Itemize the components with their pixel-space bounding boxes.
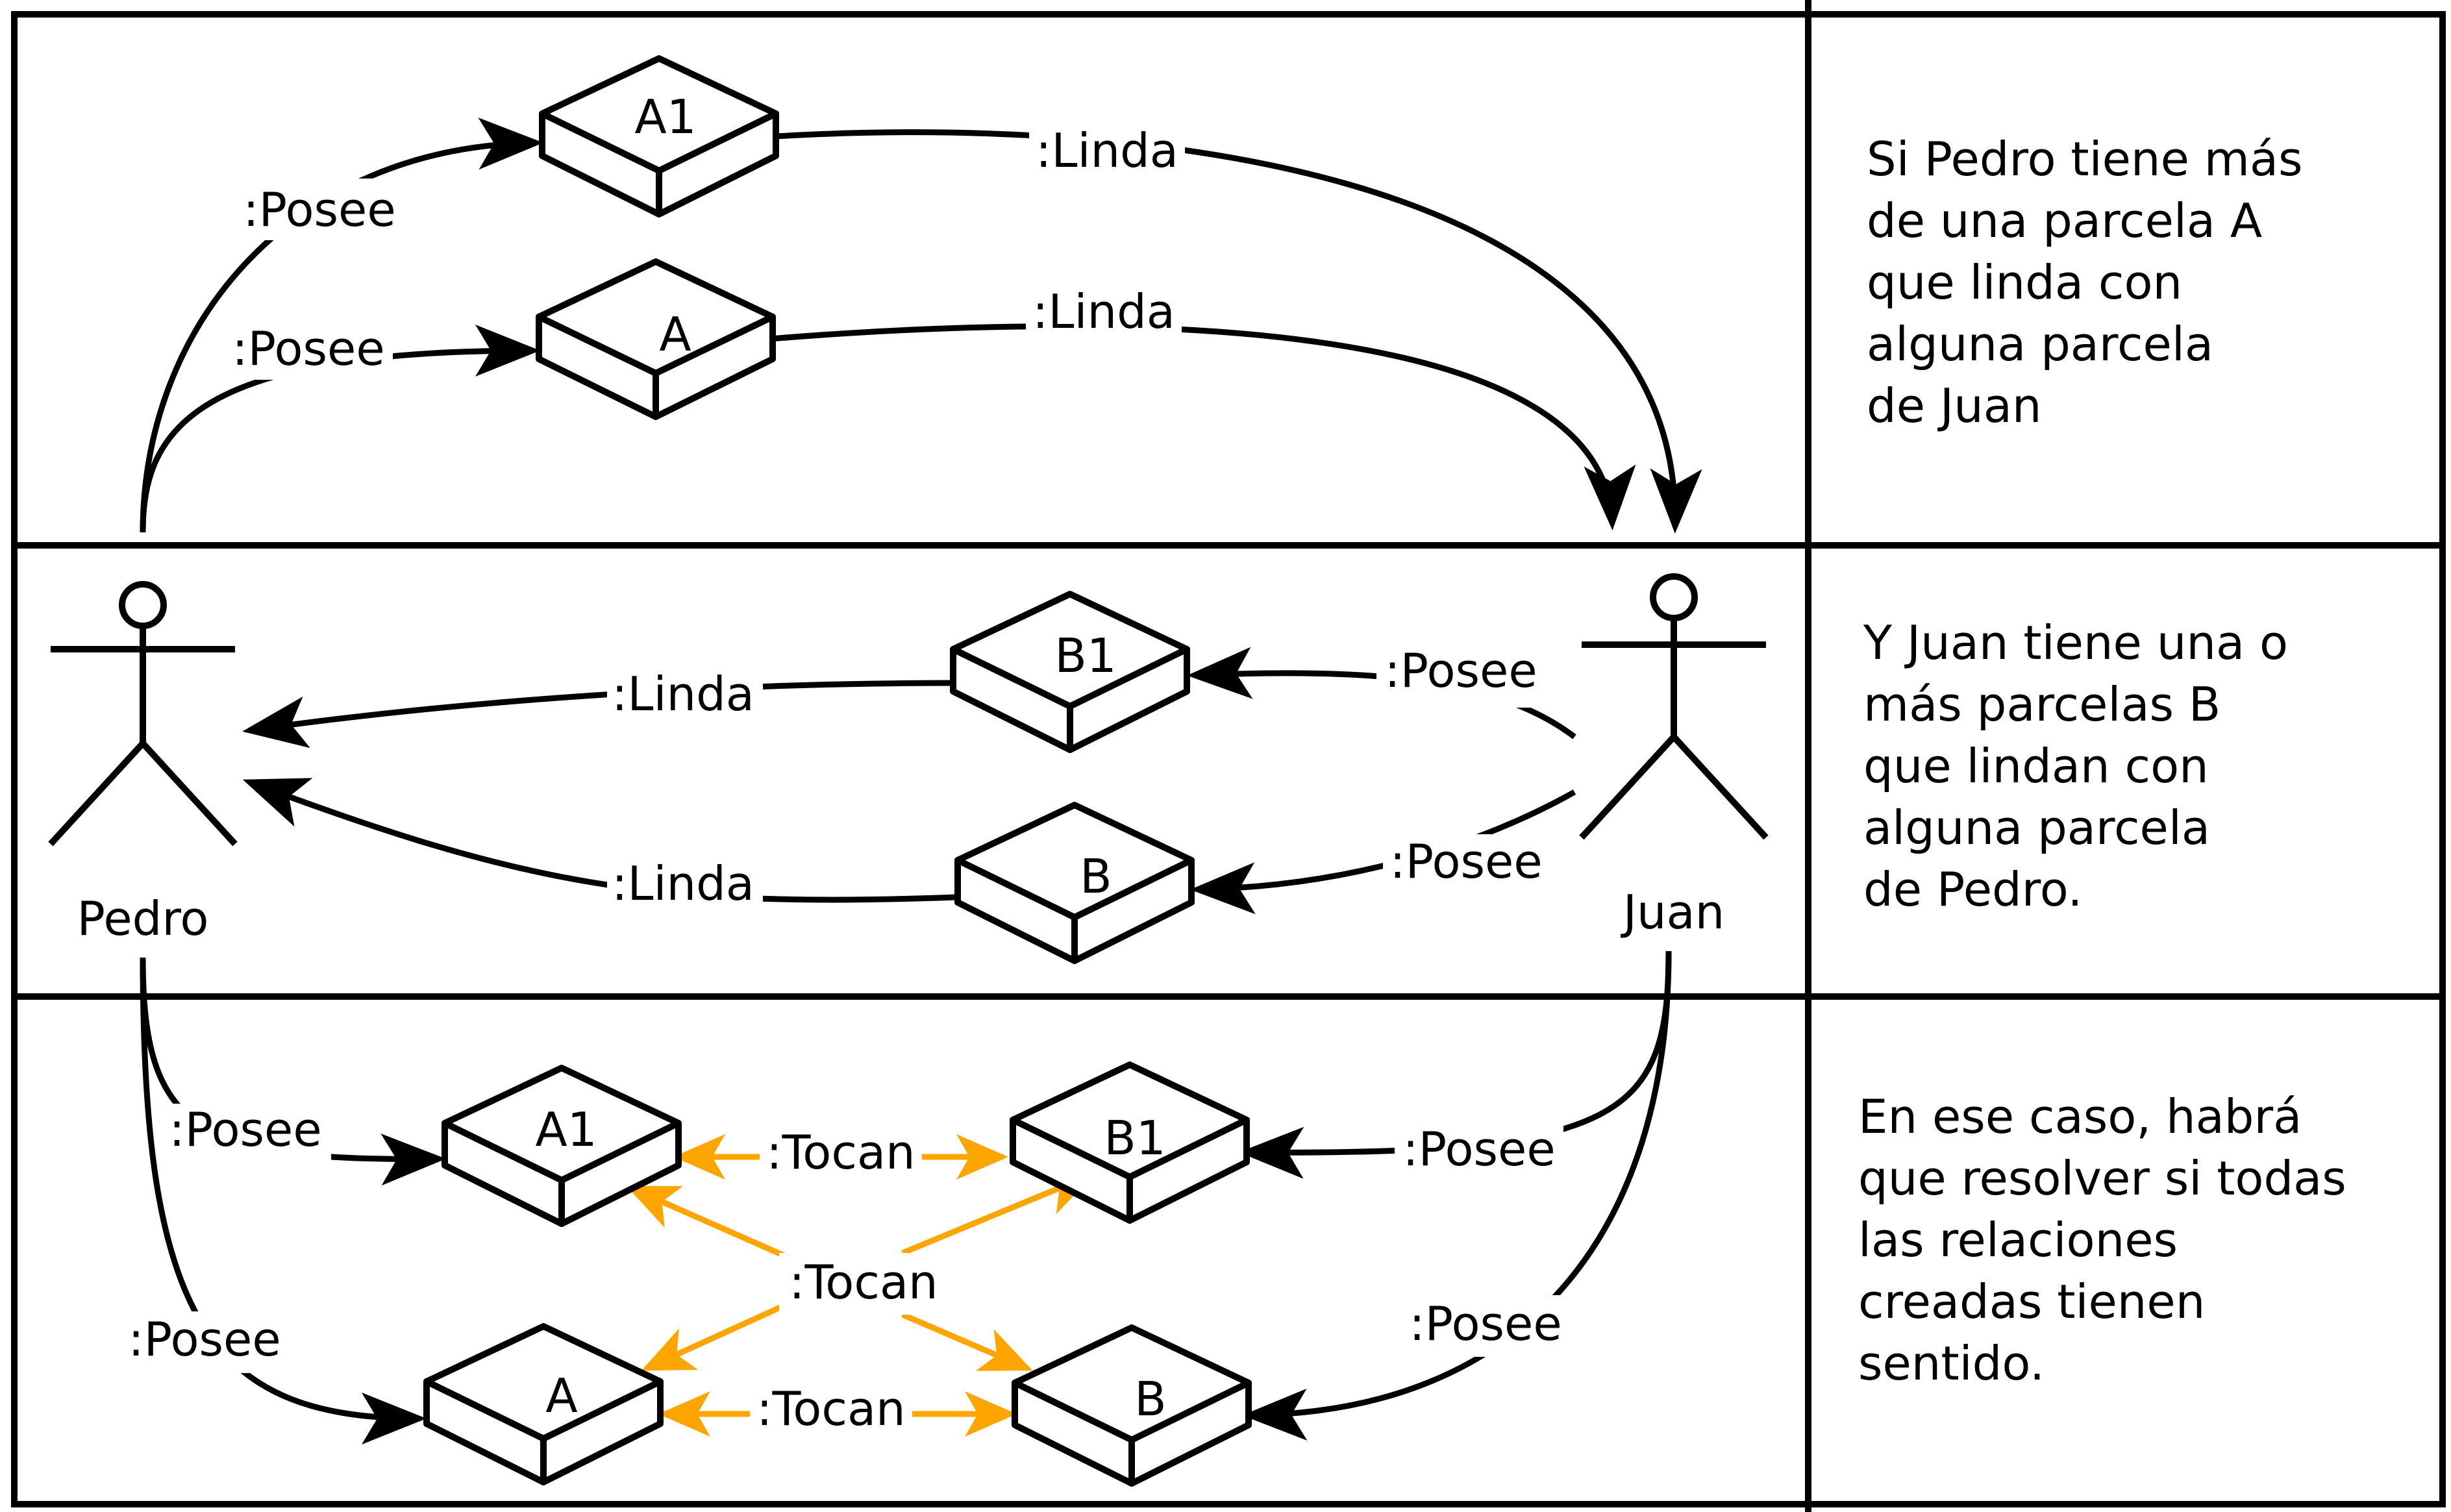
relation-label: :Posee [232,321,384,376]
person-icon [48,581,238,847]
relation-label: :Linda [612,856,754,911]
relation-label: :Linda [612,667,754,721]
relation-label: :Linda [1032,284,1175,339]
tocan-edge [641,1302,787,1372]
row2-description-line: Y Juan tiene una o [1863,615,2288,670]
relation-label: :Posee [243,182,395,237]
row2-description: Y Juan tiene una o más parcelas B que li… [1863,615,2288,917]
parcel-label: B [1134,1372,1166,1426]
relation-label: :Posee [128,1312,280,1367]
table-border [11,11,2446,1507]
person-icon [1579,573,1769,840]
row1-edges [140,118,1702,534]
row3-description-line: creadas tienen [1858,1274,2205,1329]
row1-description-line: que linda con [1867,255,2182,310]
actor-name: Juan [1621,885,1725,939]
row2-edge-labels: :Posee :Posee :Linda :Linda [607,643,1552,919]
linda-edge [769,323,1636,530]
row3-description: En ese caso, habrá que resolver si todas… [1858,1089,2346,1391]
parcel-label: A1 [535,1102,597,1157]
row1-description-line: de Juan [1867,378,2042,433]
relation-label: :Tocan [756,1382,905,1436]
row2-description-line: más parcelas B [1863,677,2221,732]
relation-label: :Posee [1389,834,1542,889]
parcel-label: B1 [1054,628,1116,683]
row2-description-line: que lindan con [1863,739,2209,793]
parcel-a1-row1: A1 [539,55,779,217]
parcel-a-row1: A [536,258,776,420]
linda-edge [242,680,954,749]
relation-label: :Posee [1402,1122,1555,1176]
row2-description-line: de Pedro. [1863,862,2082,917]
parcel-label: B [1080,849,1112,904]
parcel-label: A [545,1369,577,1423]
row2-description-line: alguna parcela [1863,800,2210,855]
tocan-edge [626,1185,787,1259]
row3-description-line: sentido. [1858,1336,2045,1391]
posee-edge [1242,950,1672,1441]
table-grid [11,0,2446,1512]
parcel-label: A [659,307,691,362]
parcel-label: B1 [1104,1111,1165,1165]
tocan-edge [901,1311,1033,1372]
row1-description: Si Pedro tiene más de una parcela A que … [1867,132,2303,433]
parcel-b1-row2: B1 [950,591,1190,753]
posee-edge [140,325,540,533]
actor-pedro: Pedro [48,581,238,946]
row1-edge-labels: :Posee :Posee :Linda :Linda [224,123,1185,380]
relation-label: :Linda [1036,123,1178,178]
row1-description-line: Si Pedro tiene más [1867,132,2303,186]
relation-label: :Tocan [789,1255,938,1309]
row1-description-line: alguna parcela [1867,317,2213,371]
relation-label: :Posee [1409,1296,1561,1351]
linda-edge [775,129,1702,534]
parcel-a-row3: A [423,1323,664,1485]
parcel-b-row2: B [954,802,1195,964]
relation-label: :Posee [1384,643,1537,698]
row3-description-line: En ese caso, habrá [1858,1089,2302,1144]
relation-label: :Posee [169,1102,321,1157]
actor-name: Pedro [77,891,209,946]
linda-edge [242,778,956,903]
parcel-b1-row3: B1 [1010,1061,1250,1224]
posee-edge [140,118,543,533]
parcel-label: A1 [634,90,696,144]
actor-juan: Juan [1579,573,1769,939]
row3-description-line: las relaciones [1858,1213,2178,1267]
row3-edge-labels: :Posee :Posee :Posee :Posee :Tocan :Toca… [120,1102,1570,1444]
row2-edges [242,647,1576,915]
relation-label: :Tocan [766,1125,915,1180]
row3-description-line: que resolver si todas [1858,1151,2346,1206]
parcel-b-row3: B [1012,1324,1252,1487]
row1-description-line: de una parcela A [1867,193,2262,248]
parcel-a1-row3: A1 [442,1065,682,1227]
